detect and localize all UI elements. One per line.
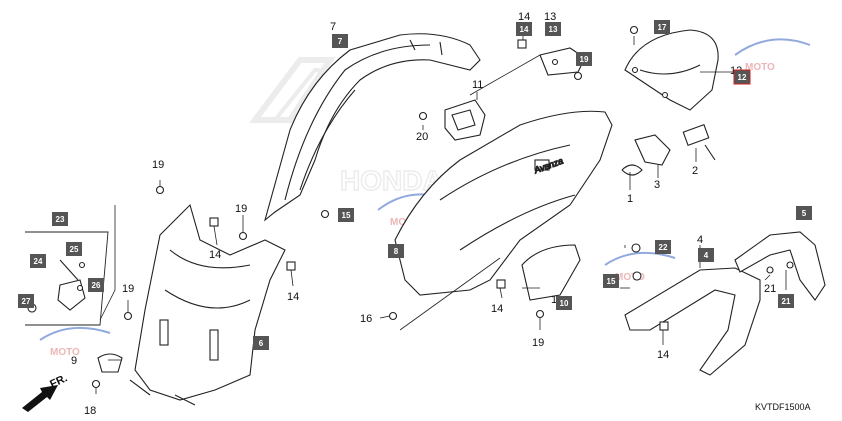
svg-text:22: 22	[659, 243, 668, 252]
box-callout-19-top: 19	[576, 52, 592, 66]
box-callout-14: 14	[516, 22, 532, 36]
svg-text:6: 6	[259, 339, 264, 348]
svg-text:21: 21	[782, 297, 791, 306]
callout-14-center: 14	[491, 303, 503, 315]
svg-text:19: 19	[580, 55, 589, 64]
svg-text:12: 12	[738, 73, 747, 82]
box-callout-22: 22	[655, 240, 671, 254]
svg-text:13: 13	[549, 25, 558, 34]
svg-text:25: 25	[70, 245, 79, 254]
callout-1: 1	[627, 193, 633, 205]
part-spring-1[interactable]	[621, 164, 643, 176]
callout-19-mid: 19	[235, 203, 247, 215]
callout-11: 11	[472, 79, 483, 91]
box-callout-5: 5	[796, 206, 812, 220]
plain-callouts: 7 14 13 11 20 12 1 3 2 4 21 14 19 14 1 1…	[71, 11, 776, 417]
watermark-logo-lower-right: MOTO	[604, 251, 676, 283]
callout-7: 7	[330, 21, 336, 33]
box-callout-24: 24	[30, 254, 46, 268]
box-callout-23: 23	[52, 212, 68, 226]
svg-text:27: 27	[22, 297, 31, 306]
part-clip-9[interactable]	[97, 353, 123, 373]
svg-text:7: 7	[338, 37, 343, 46]
box-callout-26: 26	[88, 278, 104, 292]
box-callout-25: 25	[66, 242, 82, 256]
svg-text:23: 23	[56, 215, 65, 224]
part-grab-rail-4[interactable]	[624, 267, 761, 376]
watermark-logo-top-right: MOTO	[734, 38, 811, 73]
part-inner-fender-6[interactable]	[129, 203, 286, 406]
part-side-cover-8[interactable]: Avanza	[394, 110, 613, 296]
direction-label: FR.	[48, 372, 69, 390]
callout-3: 3	[654, 179, 660, 191]
part-bracket-11[interactable]	[444, 99, 486, 141]
svg-text:24: 24	[34, 257, 43, 266]
boxed-callouts: 7 14 13 19 17 12 15 8 10 22 15 4 5 21 6 …	[18, 20, 812, 350]
svg-text:17: 17	[658, 23, 667, 32]
inset-parts[interactable]	[27, 259, 86, 313]
watermark-text: MOTO	[615, 272, 645, 283]
box-callout-12: 12	[733, 69, 751, 85]
part-key-cylinder-2[interactable]	[682, 123, 716, 161]
part-rear-cover-12[interactable]	[624, 29, 719, 111]
brand-mark-text: HONDA	[340, 165, 443, 196]
box-callout-13: 13	[545, 22, 561, 36]
svg-text:5: 5	[802, 209, 807, 218]
box-callout-15-upper: 15	[338, 208, 354, 222]
callout-9: 9	[71, 355, 77, 367]
box-callout-27: 27	[18, 294, 34, 308]
brand-watermark: HONDA	[249, 57, 443, 197]
watermark-text: MOTO	[50, 347, 80, 358]
part-bracket-13[interactable]	[539, 47, 586, 76]
callout-19-center: 19	[532, 337, 544, 349]
svg-text:10: 10	[560, 299, 569, 308]
fastener-bolts[interactable]	[91, 25, 794, 389]
callout-2: 2	[692, 165, 698, 177]
svg-text:15: 15	[607, 277, 616, 286]
callout-21: 21	[764, 283, 776, 295]
box-callout-17: 17	[654, 20, 670, 34]
watermark-logo-lower-left: MOTO	[39, 326, 111, 358]
callout-1-lid: 1	[551, 294, 557, 306]
box-callout-7: 7	[332, 34, 348, 48]
callout-14-right: 14	[287, 291, 299, 303]
box-callout-21: 21	[778, 294, 794, 308]
box-callout-4: 4	[698, 248, 714, 262]
callout-20: 20	[416, 131, 428, 143]
callout-16: 16	[360, 313, 372, 325]
part-lid-10[interactable]	[521, 244, 581, 301]
callout-19-lower: 19	[122, 283, 134, 295]
callout-19-left: 19	[152, 159, 164, 171]
box-callout-8: 8	[388, 244, 404, 258]
callout-18: 18	[84, 405, 96, 417]
part-latch-3[interactable]	[634, 134, 671, 166]
svg-text:15: 15	[342, 211, 351, 220]
box-callout-10: 10	[556, 296, 572, 310]
callout-14-top: 14	[518, 11, 530, 23]
svg-text:26: 26	[92, 281, 101, 290]
svg-text:8: 8	[394, 247, 399, 256]
box-callout-6: 6	[253, 336, 269, 350]
callout-14-left: 14	[209, 249, 221, 261]
watermark-text: MOTO	[745, 62, 775, 73]
diagram-code: KVTDF1500A	[755, 402, 811, 412]
box-callout-15: 15	[603, 274, 619, 288]
svg-text:14: 14	[520, 25, 529, 34]
part-rear-rail-5[interactable]	[734, 231, 826, 301]
svg-text:4: 4	[704, 251, 709, 260]
front-direction-arrow: FR.	[22, 372, 69, 412]
callout-13: 13	[544, 11, 556, 23]
part-upper-fender[interactable]	[264, 33, 481, 222]
callout-14-rail: 14	[657, 349, 669, 361]
callout-4: 4	[697, 234, 703, 246]
